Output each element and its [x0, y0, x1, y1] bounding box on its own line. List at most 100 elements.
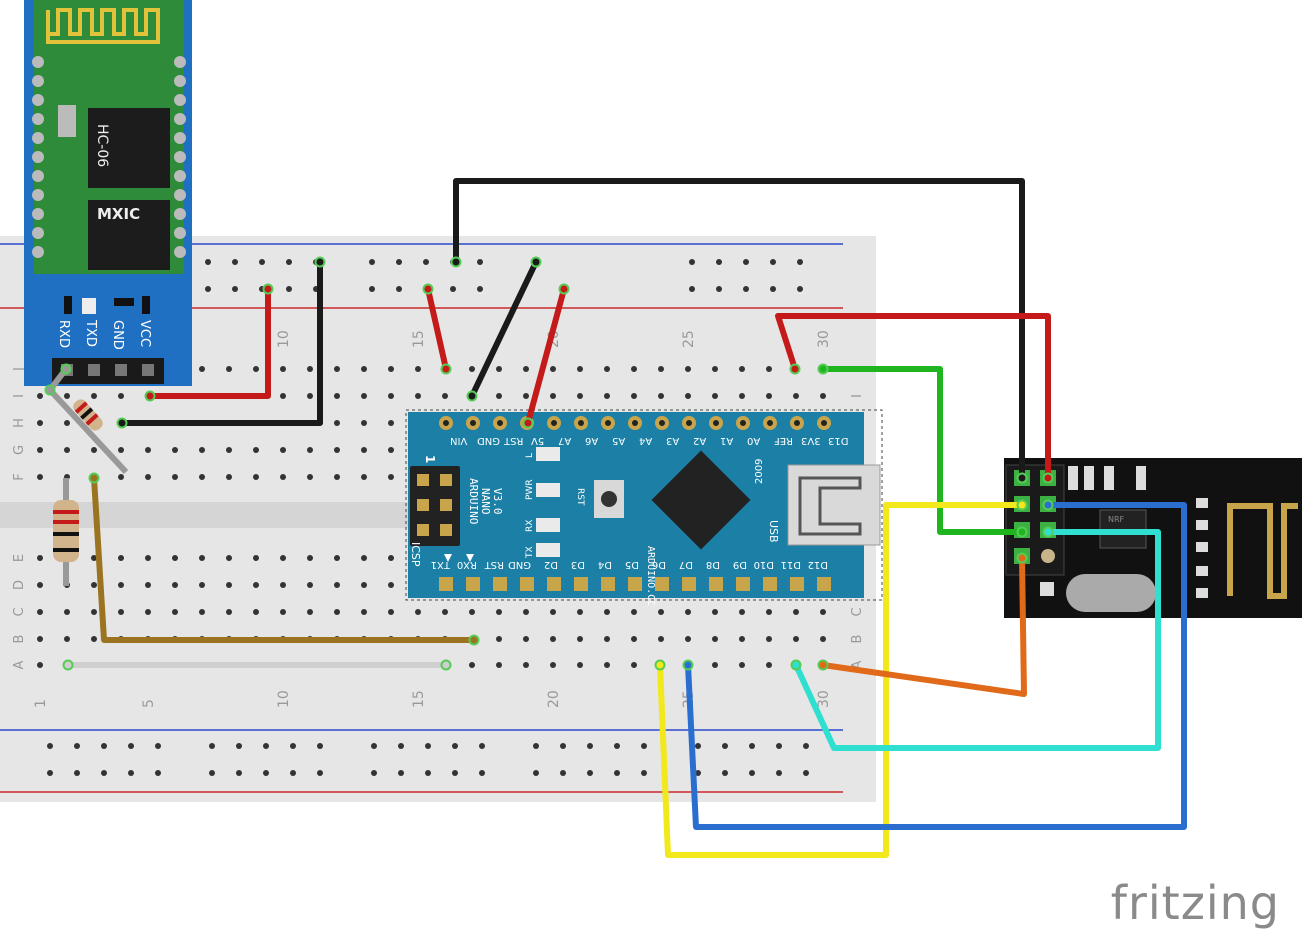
wire-red-5v-jumper1[interactable] [425, 286, 449, 372]
hc06-pad [174, 151, 186, 163]
breadboard-hole [793, 636, 799, 642]
breadboard-hole [496, 609, 502, 615]
breadboard-hole [253, 474, 259, 480]
breadboard-hole [253, 447, 259, 453]
rail-hole [479, 743, 485, 749]
rail-hole [371, 743, 377, 749]
breadboard-hole [739, 636, 745, 642]
wire-black-top-loop[interactable] [453, 178, 1025, 481]
breadboard-hole [388, 366, 394, 372]
arduino-pin-pad [601, 577, 615, 591]
hc06-pad [174, 227, 186, 239]
arduino-pin-pad [547, 577, 561, 591]
breadboard-hole [361, 474, 367, 480]
hc06-pad [174, 170, 186, 182]
arduino-pin-pad [709, 577, 723, 591]
rail-hole [232, 259, 238, 265]
hc06-pin-txd: TXD [83, 319, 98, 347]
rail-hole [803, 743, 809, 749]
arduino-outline [405, 409, 883, 601]
wire-black-gnd-jumper[interactable] [469, 259, 539, 399]
wire-green[interactable] [820, 366, 1025, 535]
arduino-bottom-pin-label: D4 [598, 559, 612, 570]
wire-brown[interactable] [91, 475, 477, 643]
breadboard-hole [604, 393, 610, 399]
arduino-bottom-pin-label: RST [484, 559, 504, 570]
breadboard-hole [523, 609, 529, 615]
rail-hole [716, 259, 722, 265]
breadboard-hole [226, 582, 232, 588]
breadboard-hole [361, 393, 367, 399]
crystal [58, 105, 76, 137]
wire-endpoint [1042, 472, 1054, 484]
led-l [536, 447, 560, 461]
breadboard-hole [64, 447, 70, 453]
breadboard-hole [793, 609, 799, 615]
breadboard-hole [604, 609, 610, 615]
breadboard-hole [145, 582, 151, 588]
rail-hole [396, 259, 402, 265]
breadboard-hole [685, 366, 691, 372]
breadboard-hole [442, 393, 448, 399]
breadboard-hole [37, 662, 43, 668]
arduino-pin-pad [493, 577, 507, 591]
column-number: 15 [411, 330, 427, 348]
breadboard-hole [199, 366, 205, 372]
rail-hole [797, 286, 803, 292]
breadboard-hole [118, 582, 124, 588]
rail-hole [398, 743, 404, 749]
breadboard-hole [334, 447, 340, 453]
breadboard-hole [253, 366, 259, 372]
breadboard-hole [793, 393, 799, 399]
wire-endpoint [450, 256, 462, 268]
rail-hole [205, 259, 211, 265]
wire-endpoint [682, 659, 694, 671]
hc06-pin-vcc: VCC [137, 320, 152, 347]
wire-cyan[interactable] [793, 529, 1161, 751]
breadboard-hole [172, 555, 178, 561]
breadboard-hole [280, 393, 286, 399]
breadboard-hole [199, 555, 205, 561]
hc06-pad [32, 151, 44, 163]
nrf-crystal [1066, 574, 1156, 612]
arduino-top-pin-label: A5 [612, 435, 625, 446]
breadboard-hole [37, 447, 43, 453]
breadboard-hole [388, 420, 394, 426]
breadboard-hole [334, 555, 340, 561]
breadboard-hole [145, 609, 151, 615]
row-letter: A [12, 660, 27, 669]
breadboard-hole [64, 420, 70, 426]
breadboard-hole [766, 393, 772, 399]
led-l-label: L [525, 453, 535, 458]
wire-red-hc06-vcc[interactable] [147, 286, 271, 399]
breadboard-hole [604, 366, 610, 372]
breadboard-hole [523, 393, 529, 399]
arduino-pin-pad [736, 577, 750, 591]
arduino-pin-hole [821, 420, 827, 426]
reset-button-cap[interactable] [601, 491, 617, 507]
rail-hole [423, 259, 429, 265]
arduino-bottom-pin-label: D11 [781, 559, 801, 570]
rail-hole [560, 743, 566, 749]
wire-endpoint [1016, 552, 1028, 564]
breadboard-hole [199, 447, 205, 453]
arduino-pin-hole [767, 420, 773, 426]
wire-black-hc06-gnd[interactable] [119, 259, 323, 426]
wire-orange[interactable] [820, 555, 1027, 697]
icsp-pins [417, 474, 452, 536]
rail-hole [232, 286, 238, 292]
breadboard-hole [361, 420, 367, 426]
usb-port-icon [798, 476, 862, 536]
fritzing-watermark: fritzing [1110, 876, 1280, 930]
wire-blue[interactable] [685, 502, 1187, 830]
mxic-chip [88, 200, 170, 270]
wire-red-nrf-vcc[interactable] [775, 313, 1051, 481]
nrf-smd-parts [1040, 466, 1208, 598]
breadboard-hole [280, 447, 286, 453]
wire-red-5v-jumper2[interactable] [525, 286, 567, 426]
breadboard-hole [334, 366, 340, 372]
breadboard-hole [199, 582, 205, 588]
arduino-pin-hole [632, 420, 638, 426]
wire-yellow[interactable] [657, 502, 1025, 858]
breadboard-hole [496, 393, 502, 399]
